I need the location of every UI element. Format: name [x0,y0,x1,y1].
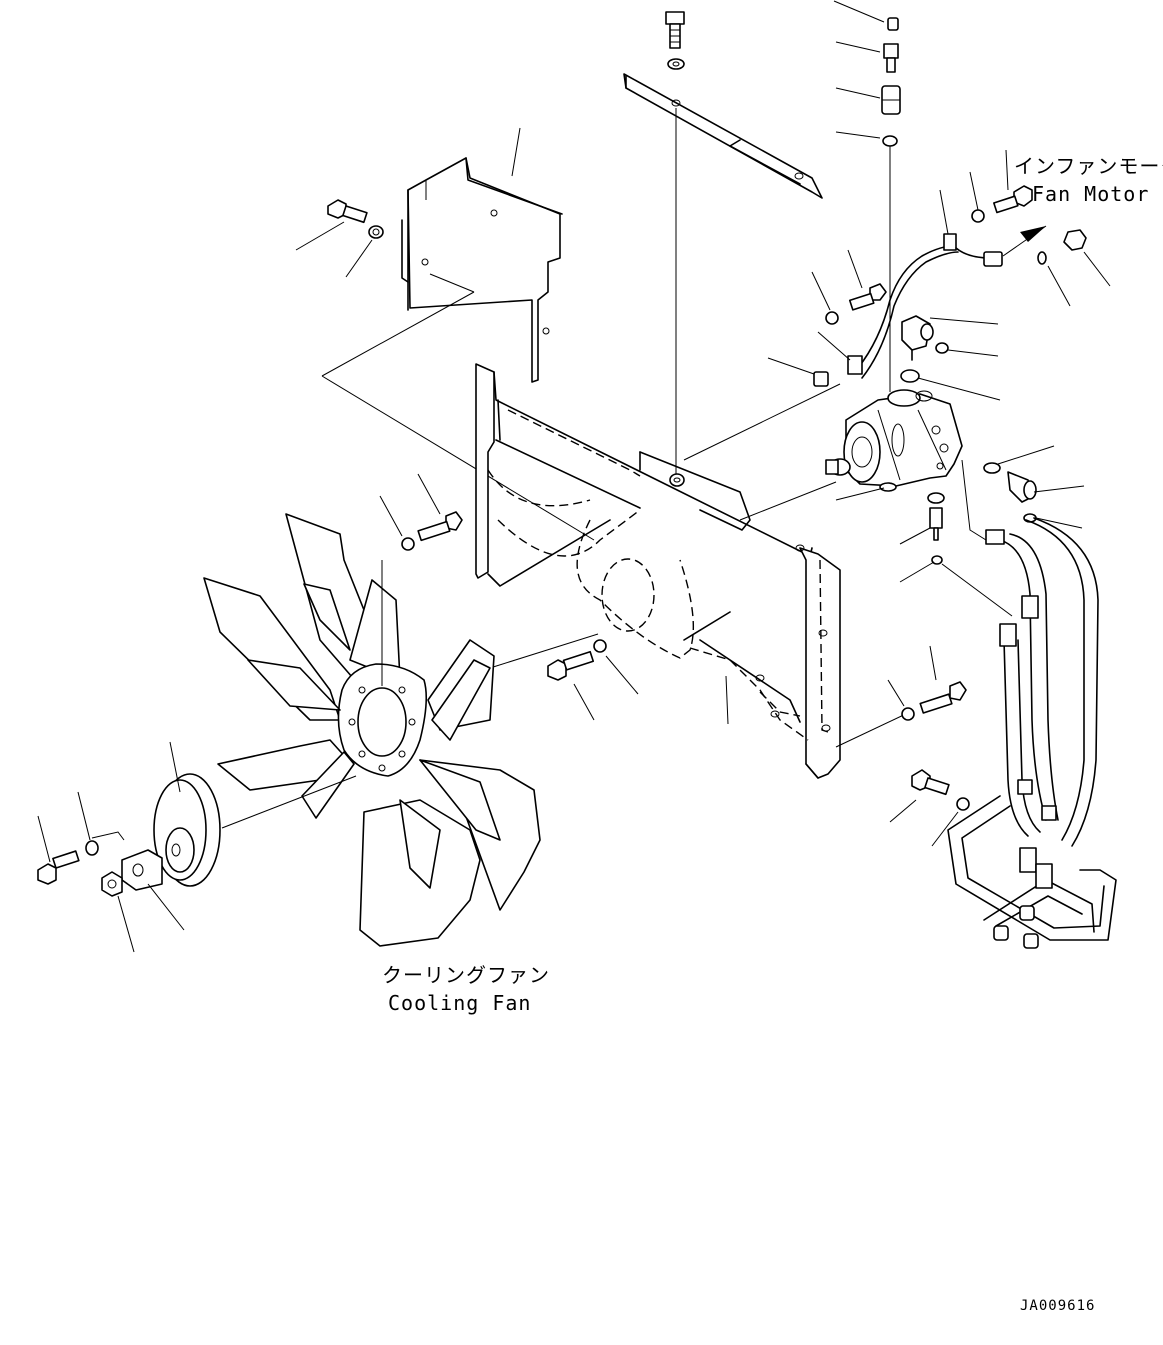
cooling-fan-label-en: Cooling Fan [388,991,532,1015]
top-bolt [665,11,685,70]
fan-shroud-frame [475,363,911,779]
upper-bracket [623,73,823,474]
fan-hub-parts [37,741,357,953]
cover-plate-bolt [295,199,384,278]
fan-motor-bolts [767,149,1111,387]
drawing-code: JA009616 [1020,1298,1096,1314]
fan-motor-label-en: Fan Motor [1032,182,1150,206]
frame-bolts [379,473,729,725]
fan-motor-small-parts [833,0,901,392]
fan-motor-label-ja: インファンモータ [1014,154,1163,178]
fan-motor-wiring [817,189,1047,379]
hose-bolts [887,645,970,847]
cooling-fan-label-ja: クーリングファン [382,963,550,987]
cooling-fan [203,513,541,947]
cover-plate [401,127,563,383]
hydraulic-hoses [947,517,1117,949]
fan-motor [825,389,963,487]
